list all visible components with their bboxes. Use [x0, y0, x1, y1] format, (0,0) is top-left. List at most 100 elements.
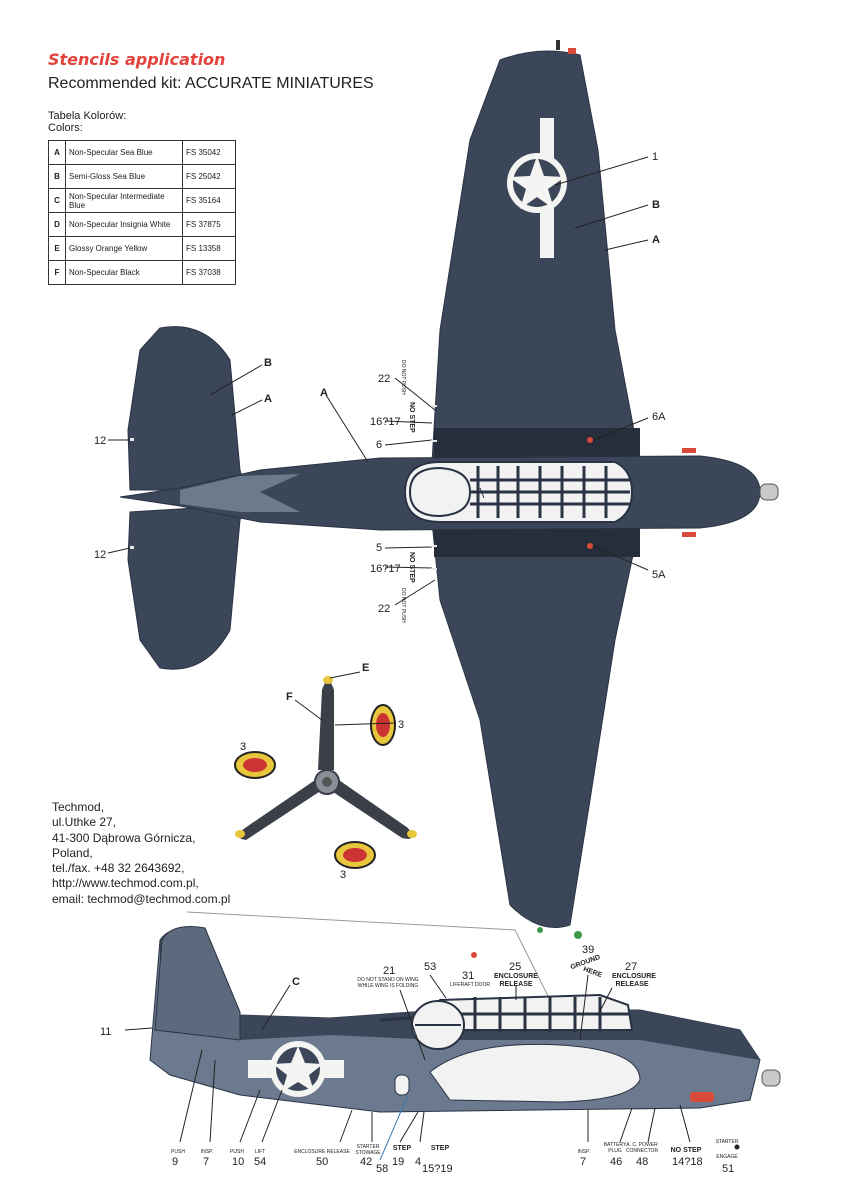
callout-22-top: 22: [378, 373, 390, 385]
stencil-no-step-side: NO STEP: [671, 1147, 702, 1154]
callout-51: 51: [722, 1163, 734, 1175]
side-window: [394, 1074, 410, 1096]
stencil-lift-54: LIFT: [255, 1149, 265, 1155]
prop-blade-up: [318, 681, 334, 770]
page-title: Stencils application: [48, 50, 226, 69]
stencil-enclosure-2: ENCLOSURE: [612, 973, 656, 980]
top-wing-lower: [431, 521, 641, 928]
prop-decal-right: [370, 704, 396, 746]
side-red-panel: [690, 1092, 714, 1102]
stencil-enclosure-release-50: ENCLOSURE RELEASE: [294, 1149, 350, 1155]
callout-31: 31: [462, 970, 474, 982]
stencil-starter-engage: STARTER: [716, 1139, 739, 1145]
stencil-no-step-bottom: NO STEP: [408, 552, 415, 583]
stencil-6a-dot: [587, 437, 593, 443]
color-fs: FS 25042: [182, 164, 236, 189]
callout-6a: 6A: [652, 411, 666, 423]
callout-19: 19: [392, 1156, 404, 1168]
color-table-title: Tabela Kolorów: Colors:: [48, 110, 126, 134]
callout-3-bottom: 3: [340, 869, 346, 881]
stencil-engage: ENGAGE: [716, 1154, 738, 1160]
callout-9: 9: [172, 1156, 178, 1168]
callout-46: 46: [610, 1156, 622, 1168]
address-line: tel./fax. +48 32 2643692,: [52, 861, 185, 876]
top-leader-lines: [107, 156, 649, 606]
stencil-push-9: PUSH: [171, 1149, 185, 1155]
address-line: ul.Uthke 27,: [52, 815, 117, 830]
stencil-here: HERE: [582, 966, 603, 979]
wing-tip-light-green: [537, 927, 543, 933]
callout-53: 53: [424, 961, 436, 973]
color-row-f: F Non-Specular Black FS 37038: [48, 260, 236, 285]
prop-tip-yellow-right: [407, 830, 417, 838]
starter-engage-dot: [734, 1144, 740, 1150]
callout-12-bottom: 12: [94, 549, 106, 561]
stencil-no-step-top: NO STEP: [408, 402, 415, 433]
pitot-tube: [556, 40, 560, 50]
top-view: 1 B A B A A 22 16?17 6 6A 12 12 5 5A 16?…: [94, 40, 779, 933]
stencil-while-folding: WHILE WING IS FOLDING: [358, 983, 419, 989]
callout-58: 58: [376, 1163, 388, 1175]
side-leader-lines: [124, 974, 691, 1161]
fuselage-tail-blend: [180, 474, 300, 512]
manufacturer-address: Techmod, ul.Uthke 27, 41-300 Dąbrowa Gór…: [52, 800, 230, 907]
prop-decal-bottom: [334, 841, 376, 869]
color-row-b: B Semi-Gloss Sea Blue FS 25042: [48, 164, 236, 189]
propeller-view: E F 3 3 3: [234, 662, 417, 881]
color-fs: FS 13358: [182, 236, 236, 261]
callout-b-wing: B: [652, 199, 660, 211]
callout-1519: 15?19: [422, 1163, 453, 1175]
stencil-do-not-push-bottom: DO NOT PUSH: [400, 588, 406, 623]
stencil-step-19: STEP: [393, 1145, 412, 1152]
wing-root-light: [429, 1043, 641, 1103]
stencil-insp-right: INSP.: [578, 1149, 590, 1155]
callout-a-fuselage: A: [320, 387, 328, 399]
prop-tip-yellow-left: [235, 830, 245, 838]
red-mark-upper: [682, 448, 696, 453]
stencil-liferaft-door: LIFERAFT DOOR: [450, 982, 490, 988]
stencil-push-10: PUSH: [230, 1149, 244, 1155]
prop-decal-left: [234, 751, 276, 779]
callout-12-top: 12: [94, 435, 106, 447]
red-light: [471, 952, 477, 958]
stencil-stowage: STOWAGE: [355, 1150, 381, 1156]
callout-27: 27: [625, 961, 637, 973]
callout-3-right: 3: [398, 719, 404, 731]
top-wing-upper: [431, 50, 641, 463]
side-view: C 11 21 53 31 25 39 27 9 7 10 54 50 42 1…: [100, 911, 781, 1175]
stencil-do-not-stand: DO NOT STAND ON WING: [357, 977, 418, 983]
callout-b-tail: B: [264, 357, 272, 369]
callout-c: C: [292, 976, 300, 988]
callout-a-tail: A: [264, 393, 272, 405]
callout-21: 21: [383, 965, 395, 977]
callout-25: 25: [509, 961, 521, 973]
canopy-side: [379, 993, 634, 1050]
spinner: [759, 483, 779, 501]
callout-39: 39: [582, 944, 594, 956]
callout-10: 10: [232, 1156, 244, 1168]
color-row-a: A Non-Specular Sea Blue FS 35042: [48, 140, 236, 165]
address-line: Techmod,: [52, 800, 105, 814]
wing-insignia: [507, 118, 567, 258]
callout-3-left: 3: [240, 741, 246, 753]
callout-5: 5: [376, 542, 382, 554]
callout-48: 48: [636, 1156, 648, 1168]
callout-7-right: 7: [580, 1156, 586, 1168]
canopy-top: [403, 461, 634, 523]
color-row-c: C Non-Specular Intermediate Blue FS 3516…: [48, 188, 236, 213]
color-name: Non-Specular Intermediate Blue: [65, 188, 183, 213]
callout-7-left: 7: [203, 1156, 209, 1168]
prop-blade-left: [238, 778, 322, 840]
tail-plane-lower: [127, 504, 246, 670]
callout-22-bottom: 22: [378, 603, 390, 615]
color-row-e: E Glossy Orange Yellow FS 13358: [48, 236, 236, 261]
side-insignia: [248, 1041, 344, 1097]
address-line: email: techmod@techmod.com.pl: [52, 891, 231, 906]
top-stencil-marks: [130, 405, 437, 570]
green-light: [574, 931, 582, 939]
address-line: Poland,: [52, 845, 93, 860]
color-table-title-en: Colors:: [48, 122, 83, 134]
side-spinner: [761, 1069, 781, 1087]
recommended-kit: Recommended kit: ACCURATE MINIATURES: [48, 75, 374, 92]
